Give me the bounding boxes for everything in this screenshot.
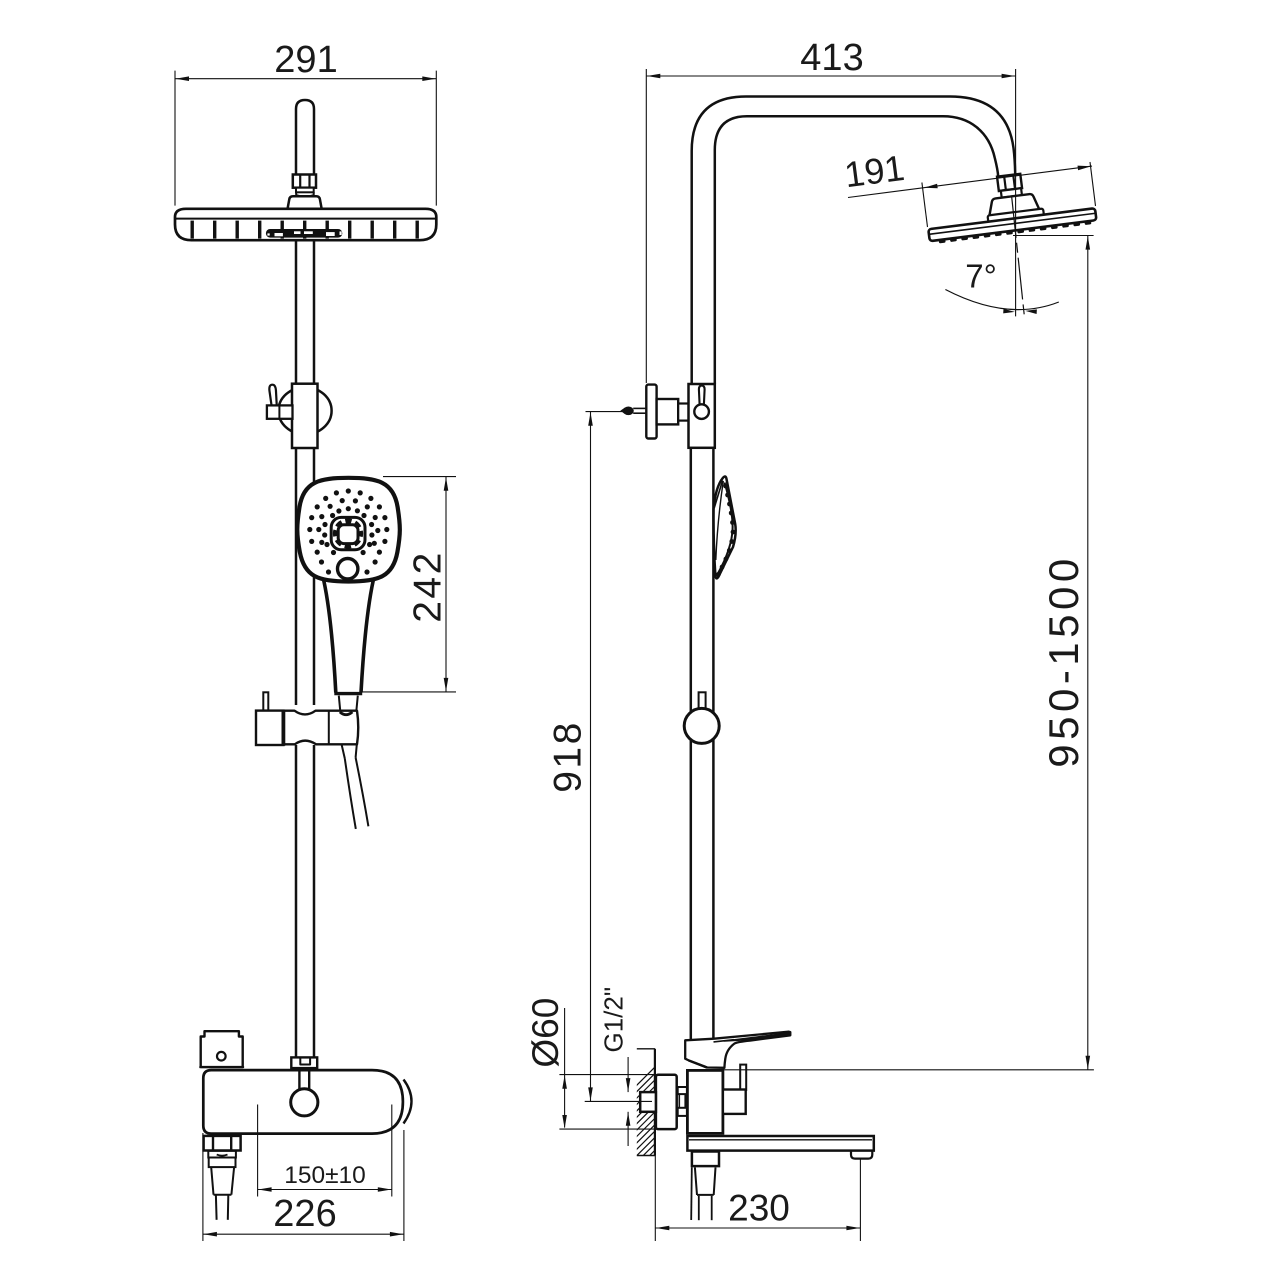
svg-text:191: 191 bbox=[842, 147, 907, 195]
svg-text:150±10: 150±10 bbox=[284, 1162, 366, 1189]
svg-text:918: 918 bbox=[547, 720, 590, 793]
svg-text:7°: 7° bbox=[965, 258, 997, 295]
svg-text:G1/2": G1/2" bbox=[599, 987, 629, 1053]
svg-text:242: 242 bbox=[407, 550, 450, 623]
svg-text:291: 291 bbox=[274, 39, 337, 81]
svg-text:226: 226 bbox=[273, 1193, 336, 1235]
svg-text:413: 413 bbox=[800, 37, 863, 79]
svg-text:Ø60: Ø60 bbox=[525, 998, 566, 1068]
svg-text:950-1500: 950-1500 bbox=[1040, 554, 1087, 768]
svg-text:230: 230 bbox=[728, 1188, 790, 1229]
